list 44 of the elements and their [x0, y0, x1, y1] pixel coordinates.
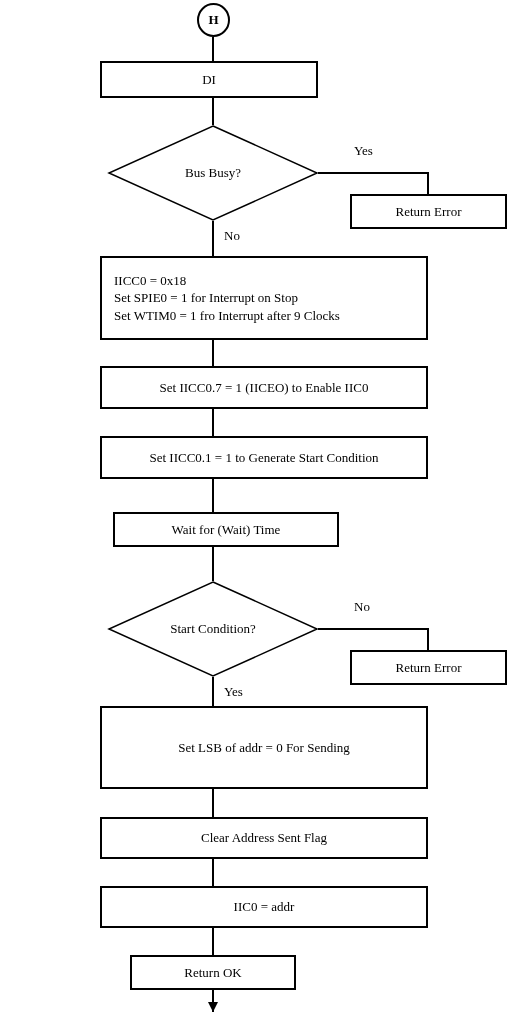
connector-line — [212, 36, 214, 62]
step-text: Set WTIM0 = 1 fro Interrupt after 9 Clocks — [114, 306, 340, 325]
step-text: Clear Address Sent Flag — [201, 829, 327, 847]
connector-line — [212, 788, 214, 818]
connector-line — [212, 408, 214, 437]
connector-line — [212, 220, 214, 257]
step-text: Return OK — [184, 963, 242, 982]
step-text: Return Error — [395, 658, 462, 677]
connector-line — [317, 172, 429, 195]
process-box — [100, 436, 428, 479]
step-text: IICC0 = 0x18 — [114, 271, 187, 290]
arrow — [208, 989, 218, 1013]
step-text: Set LSB of addr = 0 For Sending — [178, 738, 350, 757]
connector-line — [212, 546, 214, 582]
decision-text: Bus Busy? — [185, 164, 241, 182]
process-box — [113, 512, 339, 547]
decision-diamond — [108, 581, 318, 677]
step-text: Set IICC0.1 = 1 to Generate Start Condition — [149, 448, 379, 467]
connector-line — [212, 858, 214, 887]
connector-line — [212, 927, 214, 956]
step-text: Wait for (Wait) Time — [171, 520, 281, 539]
process-box — [130, 955, 296, 990]
decision-text: Start Condition? — [170, 620, 256, 638]
process-box — [100, 886, 428, 928]
connector-line — [212, 339, 214, 367]
decision-diamond — [108, 125, 318, 221]
process-box — [100, 366, 428, 409]
connector-line — [212, 478, 214, 513]
process-box — [350, 194, 507, 229]
connector-circle — [197, 3, 230, 37]
connector-line — [212, 97, 214, 126]
connector-line — [212, 676, 214, 707]
connector-letter: H — [208, 11, 219, 29]
process-box — [100, 61, 318, 98]
process-box — [100, 256, 428, 340]
step-text: Return Error — [395, 202, 462, 221]
process-box — [350, 650, 507, 685]
process-box — [100, 706, 428, 789]
step-text: IIC0 = addr — [233, 898, 295, 916]
step-text: DI — [202, 70, 216, 89]
step-text: Set SPIE0 = 1 for Interrupt on Stop — [114, 289, 298, 307]
process-box — [100, 817, 428, 859]
step-text: Set IICC0.7 = 1 (IICEO) to Enable IIC0 — [159, 378, 369, 397]
connector-line — [317, 628, 429, 651]
